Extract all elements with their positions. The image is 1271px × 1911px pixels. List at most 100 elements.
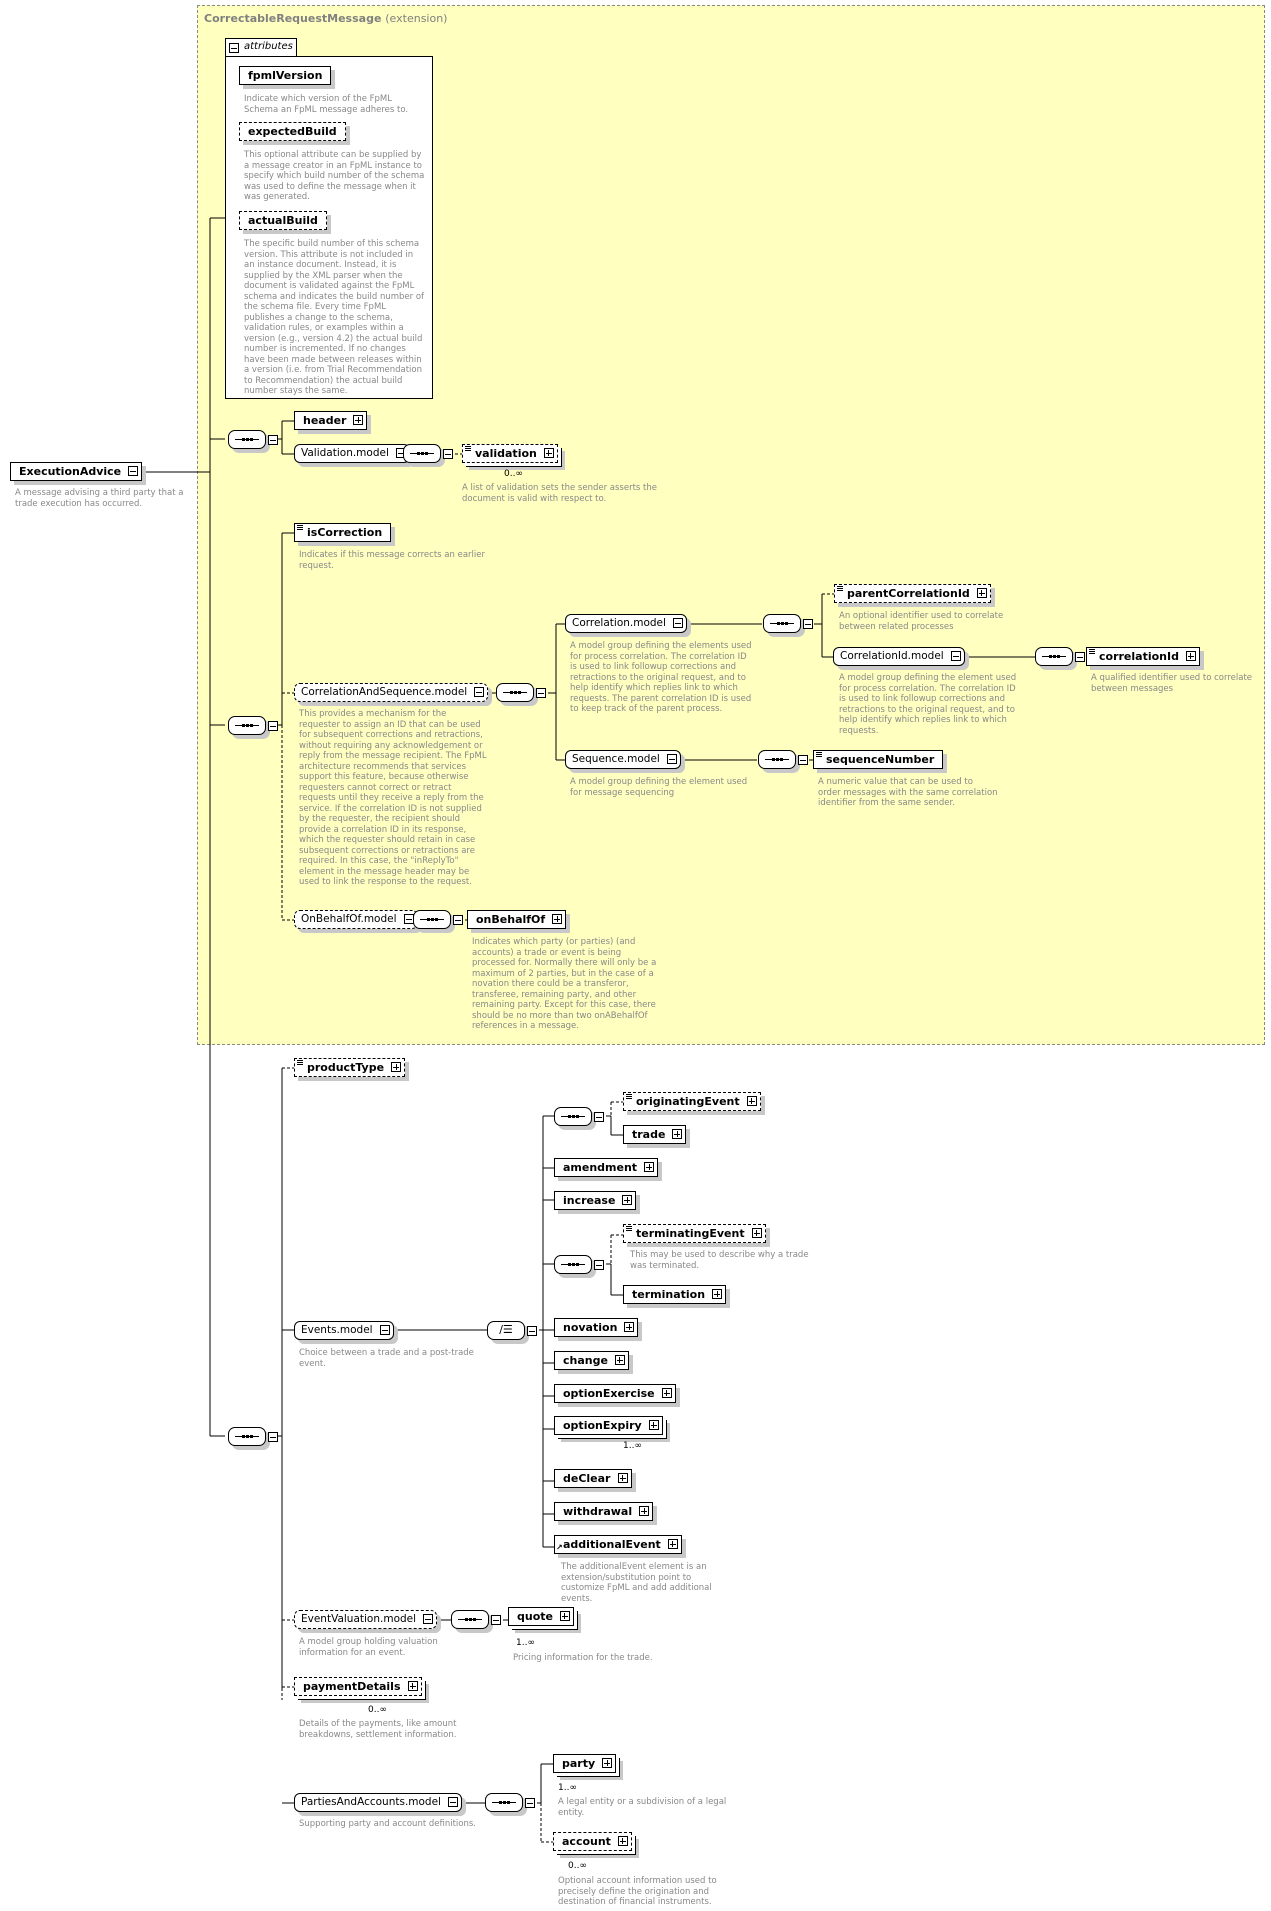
- element-termination[interactable]: termination: [623, 1285, 727, 1304]
- sequence-compositor[interactable]: [554, 1255, 604, 1274]
- collapse-icon[interactable]: [536, 688, 546, 698]
- element-option-expiry[interactable]: optionExpiry: [554, 1416, 663, 1435]
- collapse-icon[interactable]: [672, 618, 683, 628]
- collapse-icon[interactable]: [268, 1432, 278, 1442]
- element-header[interactable]: header: [294, 411, 368, 430]
- expand-icon[interactable]: [648, 1420, 659, 1430]
- sequence-compositor[interactable]: [413, 910, 463, 929]
- element-party[interactable]: party: [553, 1754, 617, 1773]
- collapse-icon[interactable]: [379, 1325, 390, 1335]
- collapse-icon[interactable]: [268, 721, 278, 731]
- collapse-icon[interactable]: [474, 687, 485, 697]
- expand-icon[interactable]: [353, 415, 364, 425]
- group-parties-and-accounts-model[interactable]: PartiesAndAccounts.model: [294, 1793, 462, 1812]
- element-additional-event[interactable]: ↗ additionalEvent: [554, 1535, 682, 1554]
- element-on-behalf-of[interactable]: onBehalfOf: [467, 910, 567, 929]
- sequence-compositor[interactable]: [763, 614, 813, 633]
- sequence-compositor[interactable]: [228, 430, 278, 449]
- collapse-icon[interactable]: [527, 1326, 537, 1336]
- element-payment-details[interactable]: paymentDetails: [294, 1677, 422, 1696]
- expand-icon[interactable]: [624, 1322, 635, 1332]
- attribute-doc: This optional attribute can be supplied …: [244, 150, 425, 202]
- element-de-clear[interactable]: deClear: [554, 1469, 632, 1488]
- collapse-icon[interactable]: [1075, 652, 1085, 662]
- element-product-type[interactable]: productType: [294, 1058, 406, 1077]
- attribute-expected-build[interactable]: expectedBuild: [239, 122, 346, 141]
- expand-icon[interactable]: [639, 1506, 650, 1516]
- group-validation-model[interactable]: Validation.model: [294, 444, 410, 463]
- expand-icon[interactable]: [602, 1758, 613, 1768]
- sequence-compositor[interactable]: [403, 444, 453, 463]
- expand-icon[interactable]: [751, 1228, 762, 1238]
- collapse-icon[interactable]: [950, 651, 961, 661]
- collapse-icon[interactable]: [443, 449, 453, 459]
- sequence-compositor[interactable]: [228, 716, 278, 735]
- element-parent-correlation-id[interactable]: parentCorrelationId: [834, 584, 991, 603]
- element-terminating-event[interactable]: terminatingEvent: [623, 1224, 766, 1243]
- attribute-actual-build[interactable]: actualBuild: [239, 211, 327, 230]
- expand-icon[interactable]: [552, 914, 563, 924]
- sequence-compositor[interactable]: [1035, 647, 1085, 666]
- expand-icon[interactable]: [667, 1539, 678, 1549]
- group-correlation-model[interactable]: Correlation.model: [565, 614, 687, 633]
- element-is-correction[interactable]: isCorrection: [294, 523, 392, 542]
- element-increase[interactable]: increase: [554, 1191, 637, 1210]
- sequence-compositor[interactable]: [758, 750, 808, 769]
- expand-icon[interactable]: [391, 1062, 402, 1072]
- sequence-compositor[interactable]: [496, 683, 546, 702]
- element-sequence-number[interactable]: sequenceNumber: [813, 750, 944, 769]
- collapse-icon[interactable]: [798, 755, 808, 765]
- collapse-icon[interactable]: [128, 466, 139, 476]
- expand-icon[interactable]: [712, 1289, 723, 1299]
- collapse-icon[interactable]: [229, 43, 239, 53]
- group-event-valuation-model[interactable]: EventValuation.model: [294, 1610, 438, 1629]
- choice-compositor[interactable]: ∕☰: [487, 1321, 537, 1340]
- collapse-icon[interactable]: [525, 1798, 535, 1808]
- collapse-icon[interactable]: [594, 1112, 604, 1122]
- element-amendment[interactable]: amendment: [554, 1158, 659, 1177]
- element-novation[interactable]: novation: [554, 1318, 639, 1337]
- expand-icon[interactable]: [746, 1096, 757, 1106]
- collapse-icon[interactable]: [594, 1260, 604, 1270]
- element-withdrawal[interactable]: withdrawal: [554, 1502, 654, 1521]
- element-quote[interactable]: quote: [508, 1607, 574, 1626]
- expand-icon[interactable]: [644, 1162, 655, 1172]
- expand-icon[interactable]: [672, 1129, 683, 1139]
- expand-icon[interactable]: [976, 588, 987, 598]
- collapse-icon[interactable]: [666, 754, 677, 764]
- expand-icon[interactable]: [543, 448, 554, 458]
- element-validation[interactable]: validation: [462, 444, 558, 463]
- group-correlation-id-model[interactable]: CorrelationId.model: [833, 647, 965, 666]
- collapse-icon[interactable]: [423, 1614, 434, 1624]
- element-originating-event[interactable]: originatingEvent: [623, 1092, 761, 1111]
- collapse-icon[interactable]: [803, 619, 813, 629]
- group-correlation-and-sequence-model[interactable]: CorrelationAndSequence.model: [294, 683, 489, 702]
- element-account[interactable]: account: [553, 1832, 632, 1851]
- expand-icon[interactable]: [559, 1611, 570, 1621]
- expand-icon[interactable]: [661, 1388, 672, 1398]
- element-correlation-id[interactable]: correlationId: [1086, 647, 1200, 666]
- expand-icon[interactable]: [617, 1473, 628, 1483]
- group-events-model[interactable]: Events.model: [294, 1321, 394, 1340]
- collapse-icon[interactable]: [268, 435, 278, 445]
- sequence-compositor[interactable]: [554, 1107, 604, 1126]
- collapse-icon[interactable]: [447, 1797, 458, 1807]
- expand-icon[interactable]: [622, 1195, 633, 1205]
- sequence-compositor[interactable]: [228, 1427, 278, 1446]
- sequence-compositor[interactable]: [451, 1610, 501, 1629]
- collapse-icon[interactable]: [453, 915, 463, 925]
- element-change[interactable]: change: [554, 1351, 629, 1370]
- attribute-fpml-version[interactable]: fpmlVersion: [239, 66, 332, 85]
- expand-icon[interactable]: [614, 1355, 625, 1365]
- expand-icon[interactable]: [407, 1681, 418, 1691]
- attributes-tab[interactable]: attributes: [225, 38, 297, 56]
- root-element-execution-advice[interactable]: ExecutionAdvice: [10, 462, 143, 481]
- group-sequence-model[interactable]: Sequence.model: [565, 750, 681, 769]
- group-on-behalf-of-model[interactable]: OnBehalfOf.model: [294, 910, 418, 929]
- expand-icon[interactable]: [617, 1836, 628, 1846]
- element-option-exercise[interactable]: optionExercise: [554, 1384, 676, 1403]
- sequence-compositor[interactable]: [485, 1793, 535, 1812]
- collapse-icon[interactable]: [491, 1615, 501, 1625]
- expand-icon[interactable]: [1185, 651, 1196, 661]
- element-trade[interactable]: trade: [623, 1125, 687, 1144]
